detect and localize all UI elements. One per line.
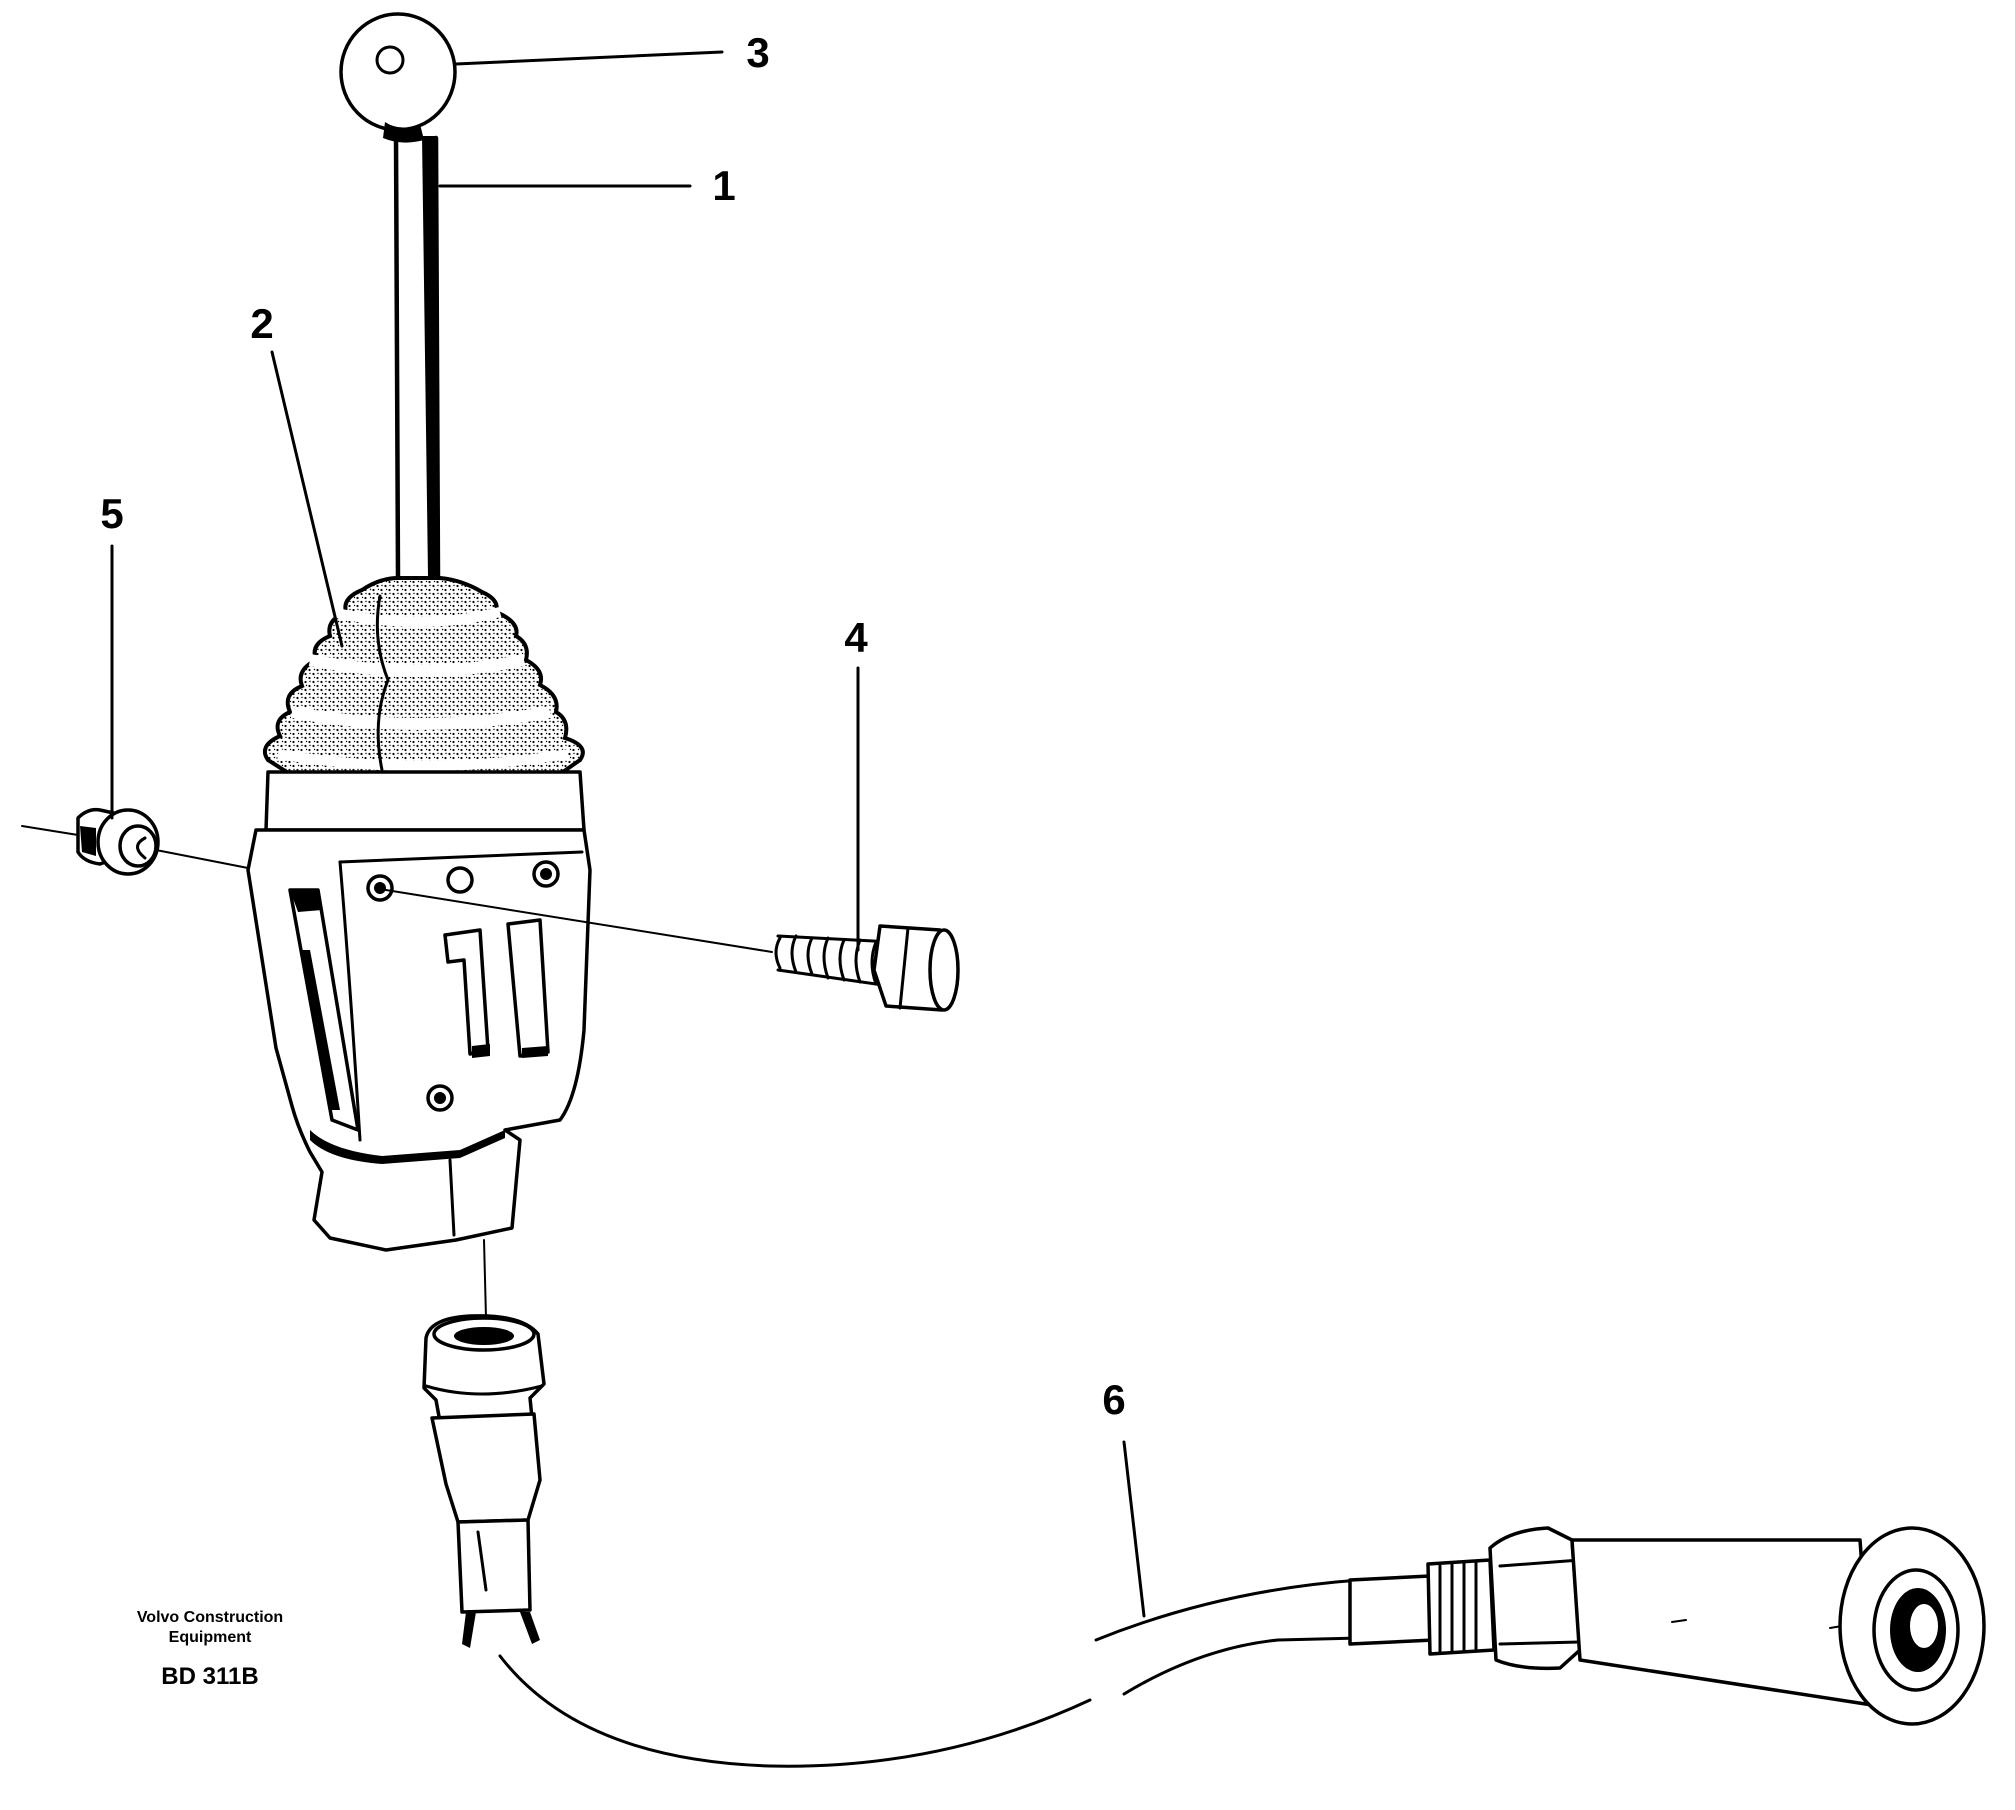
leader-lines [110,50,1146,1618]
leader-line-2 [270,350,344,648]
callout-1: 1 [712,162,735,209]
part-5-nut-washer [21,807,249,876]
publisher-stamp: Volvo Construction Equipment BD 311B [137,1609,283,1690]
stamp-company-line2: Equipment [169,1629,252,1646]
callout-5: 5 [100,490,123,537]
stamp-company-line1: Volvo Construction [137,1609,283,1626]
stamp-code: BD 311B [161,1663,258,1690]
part-2-joystick-housing [246,576,592,1252]
part-3-knob [339,12,457,143]
callout-4: 4 [844,614,868,661]
callout-6: 6 [1102,1376,1125,1423]
leader-line-6 [1122,1440,1146,1618]
leader-line-3 [454,50,724,66]
callout-3: 3 [746,29,769,76]
part-4-screw [385,889,960,1012]
part-1-lever-rod [393,135,441,581]
callout-2: 2 [250,300,273,347]
part-6-cable-connector [422,1239,1986,1768]
